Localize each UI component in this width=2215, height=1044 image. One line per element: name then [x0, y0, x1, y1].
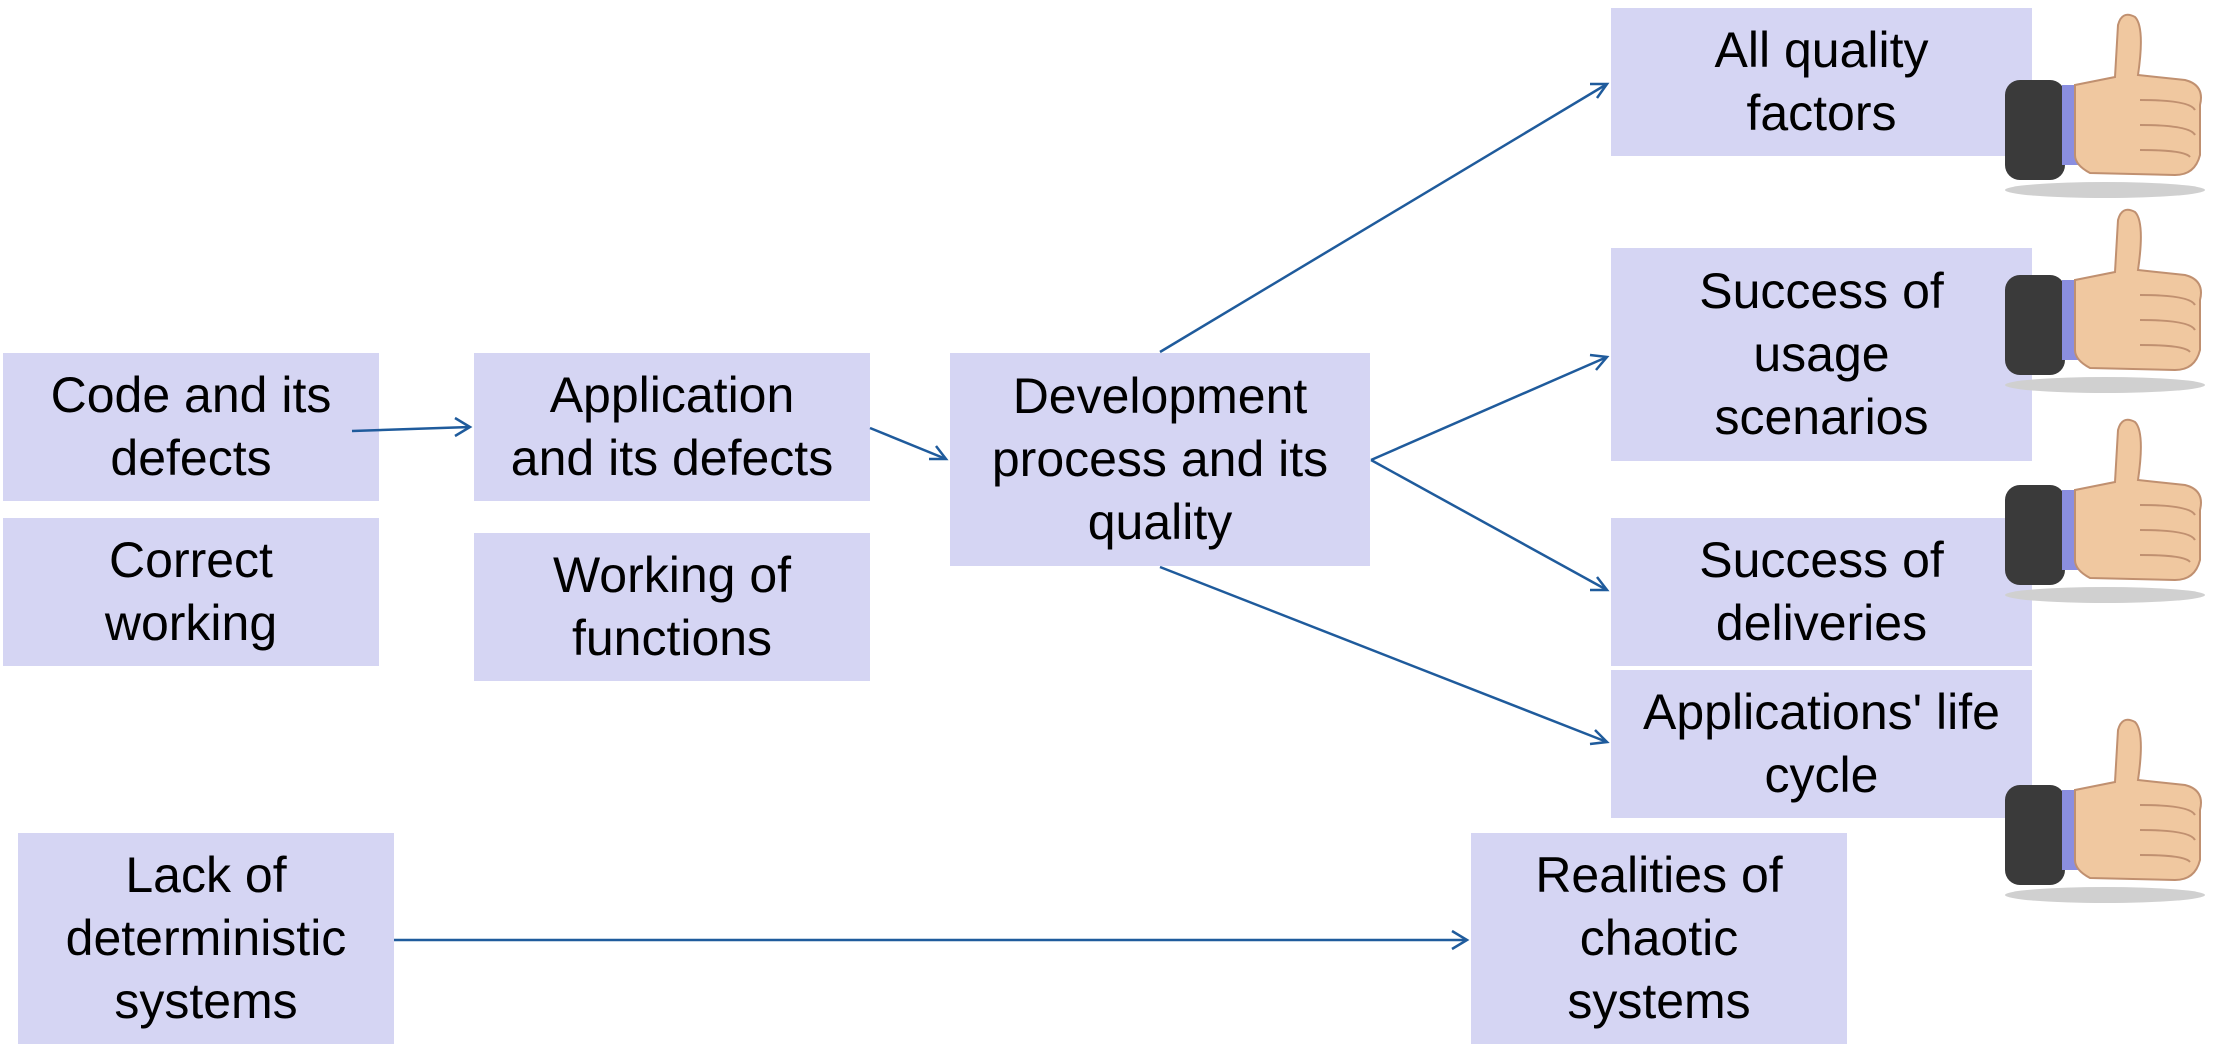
arrow-development-to-usage	[1370, 355, 1608, 462]
arrow-development-to-life-cycle	[1159, 565, 1608, 744]
arrow-application-to-development	[869, 426, 947, 461]
arrow-development-to-deliveries	[1370, 458, 1608, 592]
arrow-code-to-application	[351, 425, 471, 433]
thumbs-up-icon	[2005, 418, 2205, 603]
arrow-development-to-all-quality	[1159, 82, 1608, 354]
thumbs-up-icon	[2005, 208, 2205, 393]
thumbs-up-icon	[2005, 13, 2205, 198]
thumbs-up-icon	[2005, 718, 2205, 903]
